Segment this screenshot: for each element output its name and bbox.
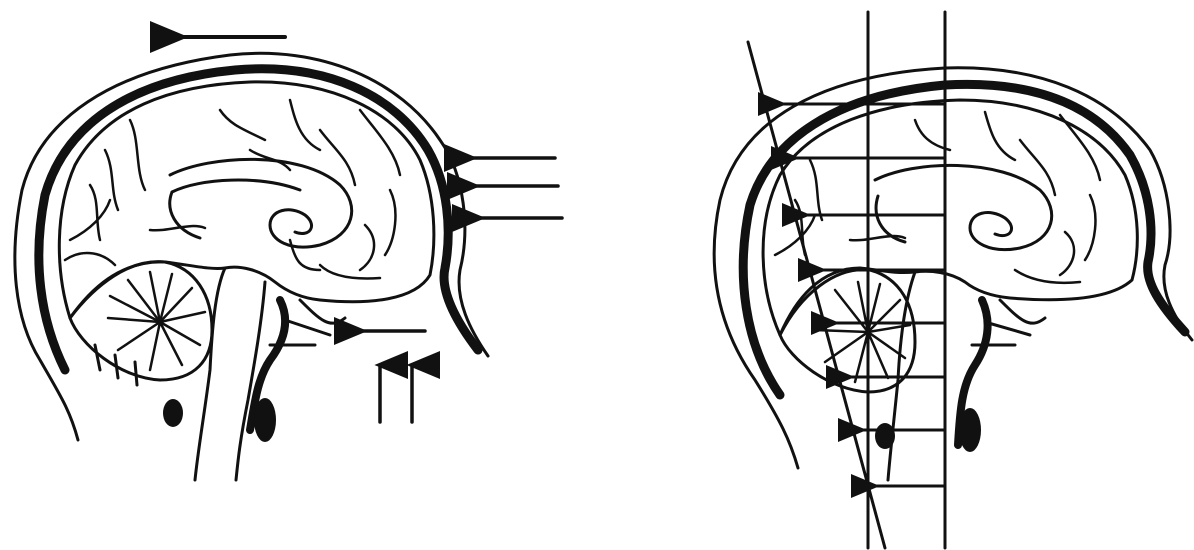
left-cerebellum-folia bbox=[108, 272, 205, 370]
left-corpus-callosum bbox=[170, 159, 352, 247]
right-panel bbox=[714, 12, 1192, 548]
right-vein-blob bbox=[959, 408, 981, 452]
left-panel bbox=[15, 37, 562, 480]
right-foramen-dot bbox=[875, 423, 895, 449]
right-cerebellum-folia bbox=[815, 282, 910, 382]
right-outer-skull bbox=[714, 68, 1192, 468]
right-gyri bbox=[775, 112, 1100, 283]
left-brainstem bbox=[195, 268, 265, 480]
right-dura-band bbox=[743, 84, 1185, 395]
left-foramen-dot bbox=[163, 399, 183, 427]
left-gyri bbox=[65, 100, 400, 278]
left-vein-blob bbox=[254, 398, 276, 442]
left-dura-band bbox=[39, 69, 478, 370]
left-cerebellum-base bbox=[95, 345, 137, 385]
right-grid-arrows bbox=[782, 104, 945, 486]
